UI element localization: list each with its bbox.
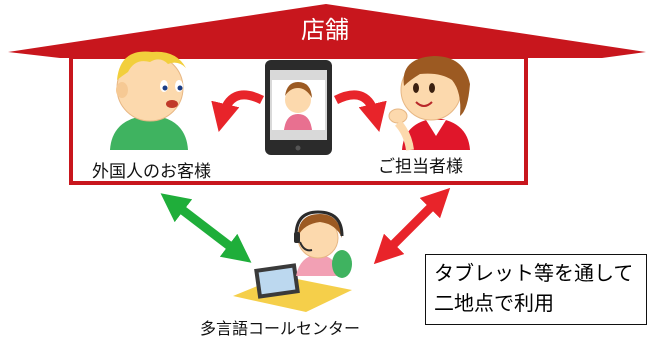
usage-note-line-1: タブレット等を通して (434, 261, 634, 285)
customer-figure (110, 51, 188, 150)
store-title: 店舗 (301, 16, 349, 44)
arrow-tablet-to-staff (333, 90, 387, 133)
arrow-tablet-to-customer (211, 90, 265, 133)
store-frame (69, 55, 528, 185)
tablet-icon (265, 60, 332, 155)
staff-figure (388, 56, 470, 151)
call-center-label: 多言語コールセンター (200, 319, 361, 338)
customer-label: 外国人のお客様 (92, 162, 211, 182)
call-center-figure (233, 210, 352, 312)
arrow-customer-center (160, 193, 252, 263)
store-roof (8, 4, 646, 58)
arrow-staff-center (373, 187, 451, 265)
staff-label: ご担当者様 (378, 157, 463, 177)
usage-note-box: タブレット等を通して 二地点で利用 (425, 254, 647, 325)
usage-note-line-2: 二地点で利用 (434, 291, 554, 315)
